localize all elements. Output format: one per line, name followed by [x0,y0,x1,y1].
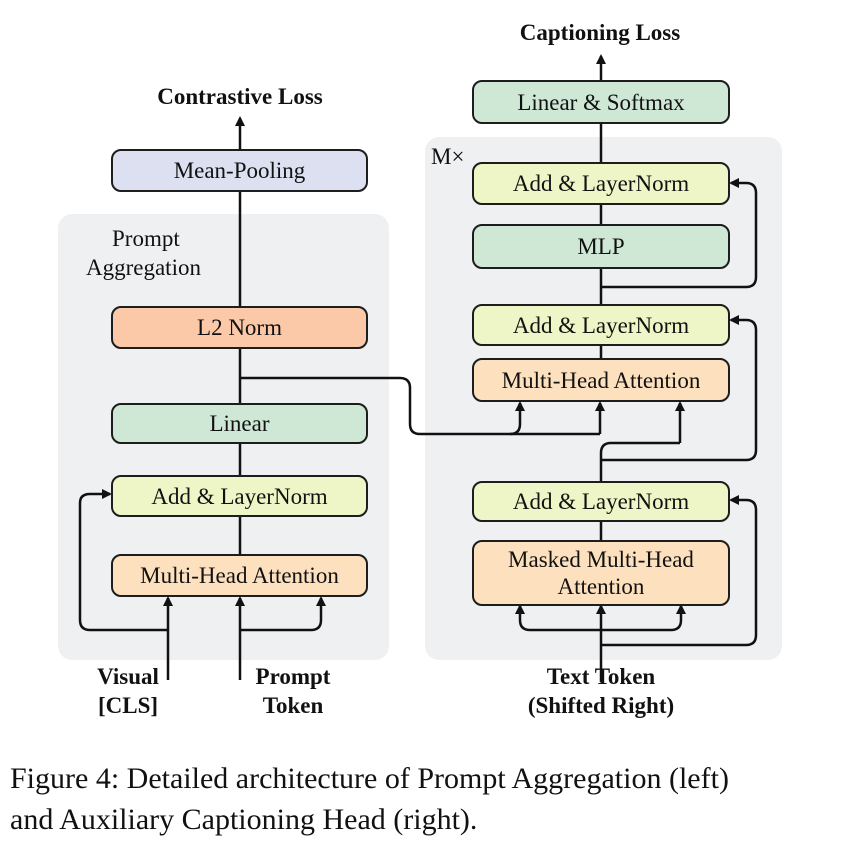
linear-block: Linear [111,403,368,444]
visual-input-line1: Visual [97,664,159,689]
prompt-aggregation-label: Prompt Aggregation [86,224,246,282]
text-token-input-label: Text Token (Shifted Right) [425,662,777,720]
arrow-prompt-mha-right [240,596,326,632]
mean-pooling-block: Mean-Pooling [111,149,368,192]
masked-mha-line1: Masked Multi-Head [508,547,694,572]
figure-caption: Figure 4: Detailed architecture of Promp… [10,758,840,840]
cross-multi-head-attention-block: Multi-Head Attention [472,358,730,402]
captioning-loss-label: Captioning Loss [519,20,681,45]
contrastive-loss-label: Contrastive Loss [157,84,323,109]
add-layernorm-block: Add & LayerNorm [111,475,368,517]
multi-head-attention-block: Multi-Head Attention [111,554,368,597]
repeat-count-label: M× [431,144,465,169]
add-layernorm-mid-block: Add & LayerNorm [472,304,730,346]
text-token-line1: Text Token [546,664,656,689]
prompt-token-input-label: Prompt Token [243,662,343,720]
arrow-left-residual [78,489,168,632]
linear-softmax-block: Linear & Softmax [472,80,730,124]
visual-cls-input-label: Visual [CLS] [78,662,178,720]
masked-multi-head-attention-block: Masked Multi-Head Attention [472,540,730,606]
prompt-input-line1: Prompt [255,664,331,689]
arrow-text-masked-right [601,604,686,632]
arrow-bottom-residual [601,495,758,647]
prompt-aggregation-label-line1: Prompt [112,226,180,251]
add-layernorm-top-block: Add & LayerNorm [472,162,730,205]
line-cross-link [240,376,600,436]
connector-lines [78,54,758,682]
caption-line2: and Auxiliary Captioning Head (right). [10,803,478,836]
text-token-line2: (Shifted Right) [527,693,675,718]
arrow-text-masked-left [515,604,601,632]
prompt-input-line2: Token [262,693,324,718]
add-layernorm-bottom-block: Add & LayerNorm [472,481,730,522]
arrow-cross-a [509,401,525,436]
arrow-addtop-residual [601,178,758,289]
caption-line1: Figure 4: Detailed architecture of Promp… [10,762,729,795]
architecture-diagram: Contrastive Loss Mean-Pooling Prompt Agg… [58,20,782,720]
arrow-addmid-residual [601,315,758,462]
l2-norm-block: L2 Norm [111,306,368,349]
mlp-block: MLP [472,224,730,269]
prompt-aggregation-label-line2: Aggregation [86,255,201,280]
line-addbot-up [599,441,680,482]
masked-mha-line2: Attention [557,574,645,599]
visual-input-line2: [CLS] [97,693,159,718]
